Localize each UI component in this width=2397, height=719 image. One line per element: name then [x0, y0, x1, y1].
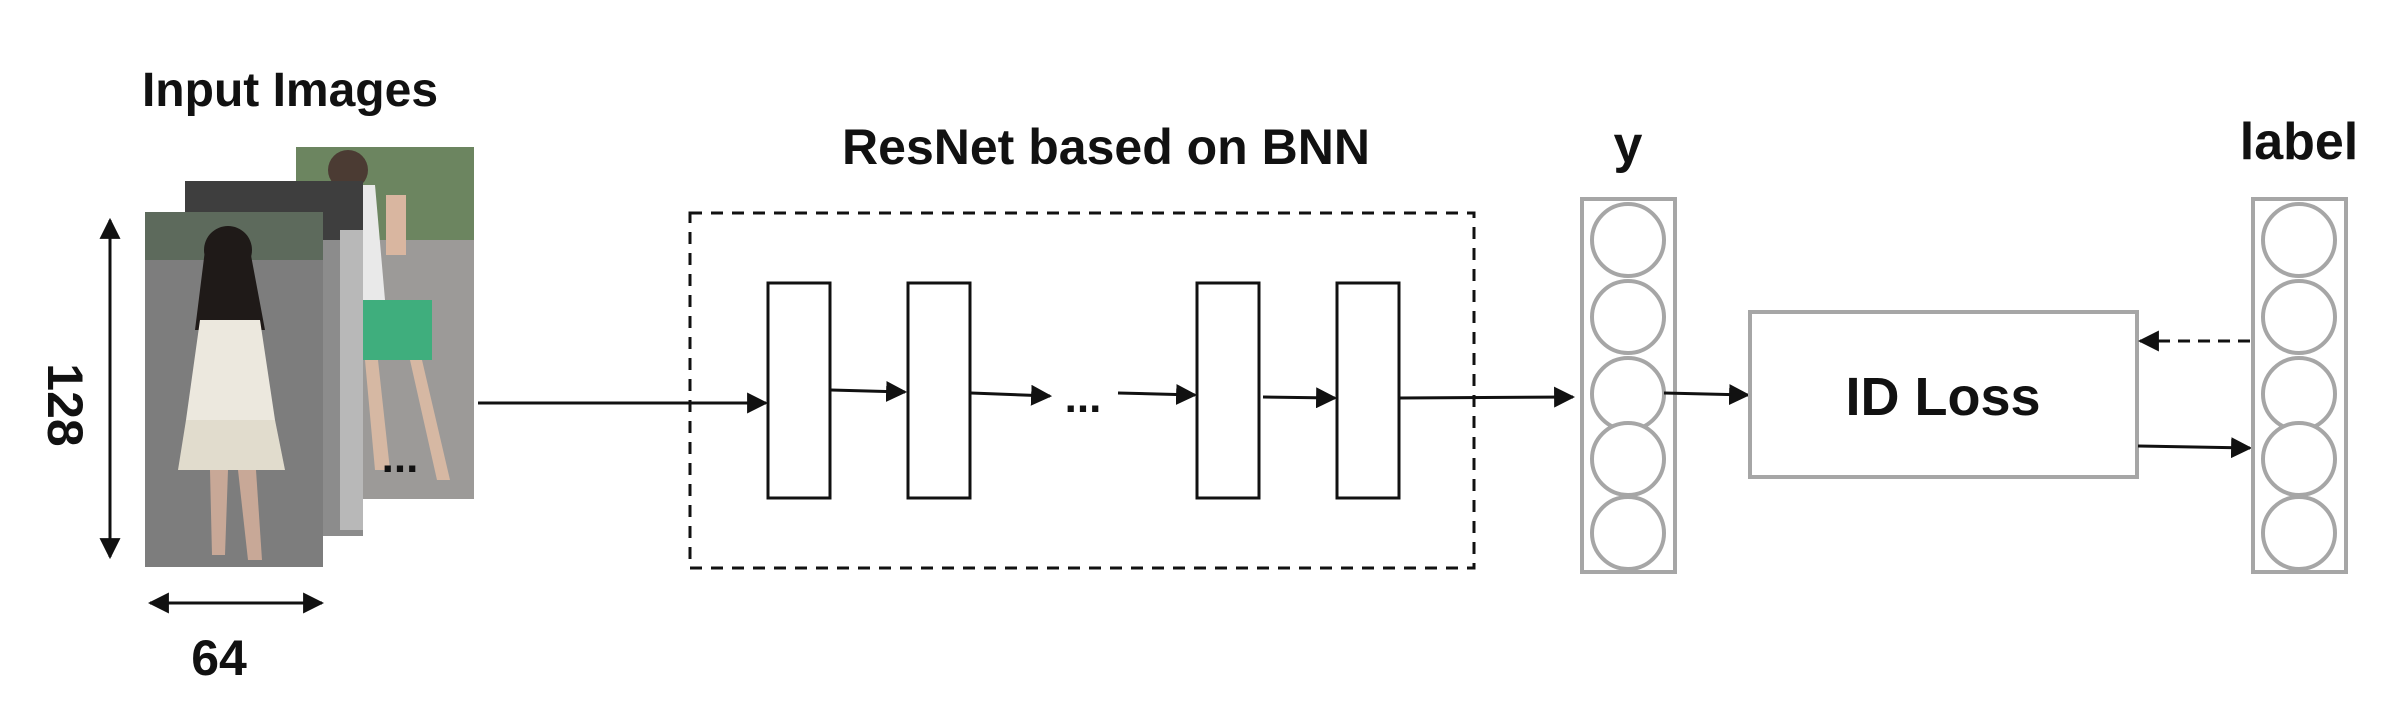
y-node — [1590, 421, 1666, 497]
network-to-y-arrow — [1399, 386, 1576, 408]
y-node — [1590, 202, 1666, 278]
label-title: label — [2240, 113, 2359, 171]
y-node — [1590, 279, 1666, 355]
network-layer-4 — [1335, 281, 1401, 500]
y-vector — [1580, 197, 1677, 574]
more-images-ellipsis: ... — [382, 433, 419, 482]
height-label: 128 — [37, 363, 93, 446]
label-node — [2261, 202, 2337, 278]
layer3-to-layer4-arrow — [1262, 387, 1338, 409]
resnet-dashed-box — [688, 211, 1476, 570]
resnet-title: ResNet based on BNN — [842, 119, 1370, 175]
layer1-to-layer2-arrow — [830, 380, 908, 402]
label-node — [2261, 421, 2337, 497]
network-layer-2 — [906, 281, 972, 500]
label-node — [2261, 279, 2337, 355]
id-loss-box — [1748, 310, 2139, 479]
y-to-loss-arrow — [1663, 384, 1751, 406]
ellipsis-to-layer3-arrow — [1117, 384, 1198, 406]
id-loss-label: ID Loss — [1845, 367, 2040, 427]
y-label: y — [1614, 116, 1643, 174]
label-node — [2261, 356, 2337, 432]
label-vector — [2251, 197, 2348, 574]
layer2-to-ellipsis-arrow — [970, 384, 1053, 406]
input-image-front — [145, 212, 323, 567]
more-layers-ellipsis: ... — [1065, 373, 1102, 422]
input-images-title: Input Images — [142, 64, 438, 117]
y-node — [1590, 356, 1666, 432]
y-node — [1590, 495, 1666, 571]
label-node — [2261, 495, 2337, 571]
width-label: 64 — [191, 630, 247, 686]
network-layer-3 — [1195, 281, 1261, 500]
network-layer-1 — [766, 281, 832, 500]
loss-to-label-arrow — [2137, 437, 2253, 459]
image-stack: ... — [145, 147, 474, 567]
